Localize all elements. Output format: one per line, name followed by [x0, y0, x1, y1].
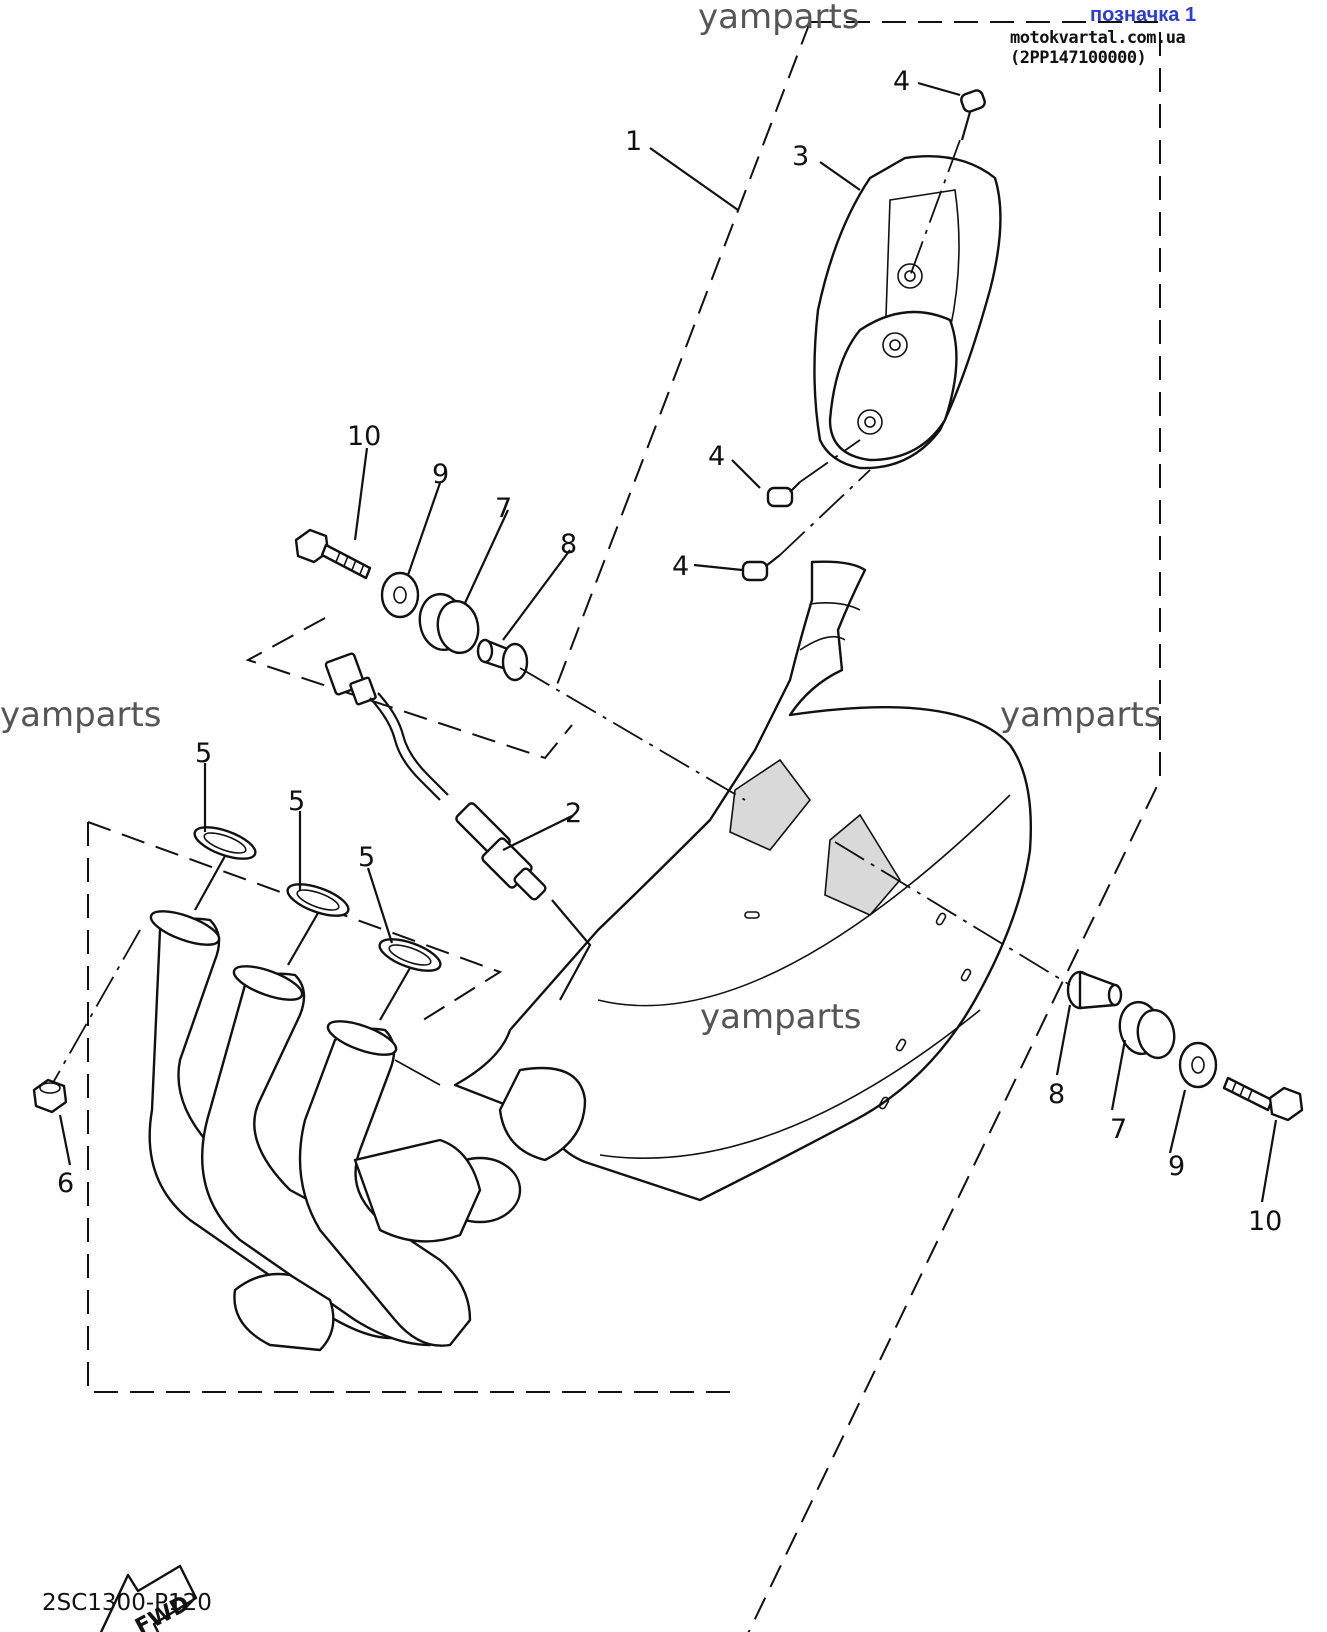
callout-4-top: 4 [893, 66, 910, 97]
gasket-5-c [378, 938, 442, 1021]
callout-9-right: 9 [1168, 1151, 1185, 1182]
grommet-7-left [418, 592, 480, 655]
callout-10-left: 10 [347, 421, 381, 452]
callout-7-right: 7 [1110, 1114, 1127, 1145]
watermark-top: yamparts [698, 0, 860, 37]
callout-4-mid: 4 [708, 441, 725, 472]
header-pipes [49, 910, 482, 1352]
site-reference: motokvartal.com.ua (2PP147100000) [1010, 28, 1186, 68]
marker-link[interactable]: позначка 1 [1090, 4, 1197, 26]
washer-9-right [1178, 1041, 1218, 1089]
screw-4-low [741, 469, 871, 582]
callout-6: 6 [57, 1168, 74, 1199]
leader-lines [58, 81, 1278, 1203]
watermark-right: yamparts [1000, 695, 1162, 735]
washer-9-left [380, 571, 420, 619]
screw-4-mid [766, 439, 861, 508]
callout-7-left: 7 [495, 493, 512, 524]
gasket-5-b [286, 883, 350, 966]
callout-5-c: 5 [358, 842, 375, 873]
group-outline-sensor [245, 617, 573, 760]
collar-8-left [476, 638, 746, 801]
callout-1: 1 [625, 126, 642, 157]
callout-2: 2 [565, 798, 582, 829]
grommet-7-right [1118, 1000, 1176, 1060]
callout-8-left: 8 [560, 529, 577, 560]
diagram-code: 2SC1300-P120 [42, 1590, 212, 1616]
callout-8-right: 8 [1048, 1079, 1065, 1110]
watermark-center: yamparts [700, 997, 862, 1037]
bolt-10-right [1222, 1076, 1304, 1122]
gasket-5-a [193, 826, 257, 911]
callout-9-left: 9 [432, 459, 449, 490]
nut-6 [32, 1078, 68, 1114]
collar-8-right [834, 841, 1123, 1010]
group-outline-gaskets [87, 821, 503, 1023]
heat-protector [813, 155, 1002, 470]
callout-4-low: 4 [672, 551, 689, 582]
group-outline-main [87, 21, 1161, 1632]
o2-sensor [324, 652, 592, 1001]
callout-5-b: 5 [288, 786, 305, 817]
callout-5-a: 5 [195, 738, 212, 769]
callout-3: 3 [792, 141, 809, 172]
screw-4-top [909, 89, 986, 277]
watermark-left: yamparts [0, 695, 162, 735]
bolt-10-left [294, 528, 372, 580]
callout-10-right: 10 [1248, 1206, 1282, 1237]
